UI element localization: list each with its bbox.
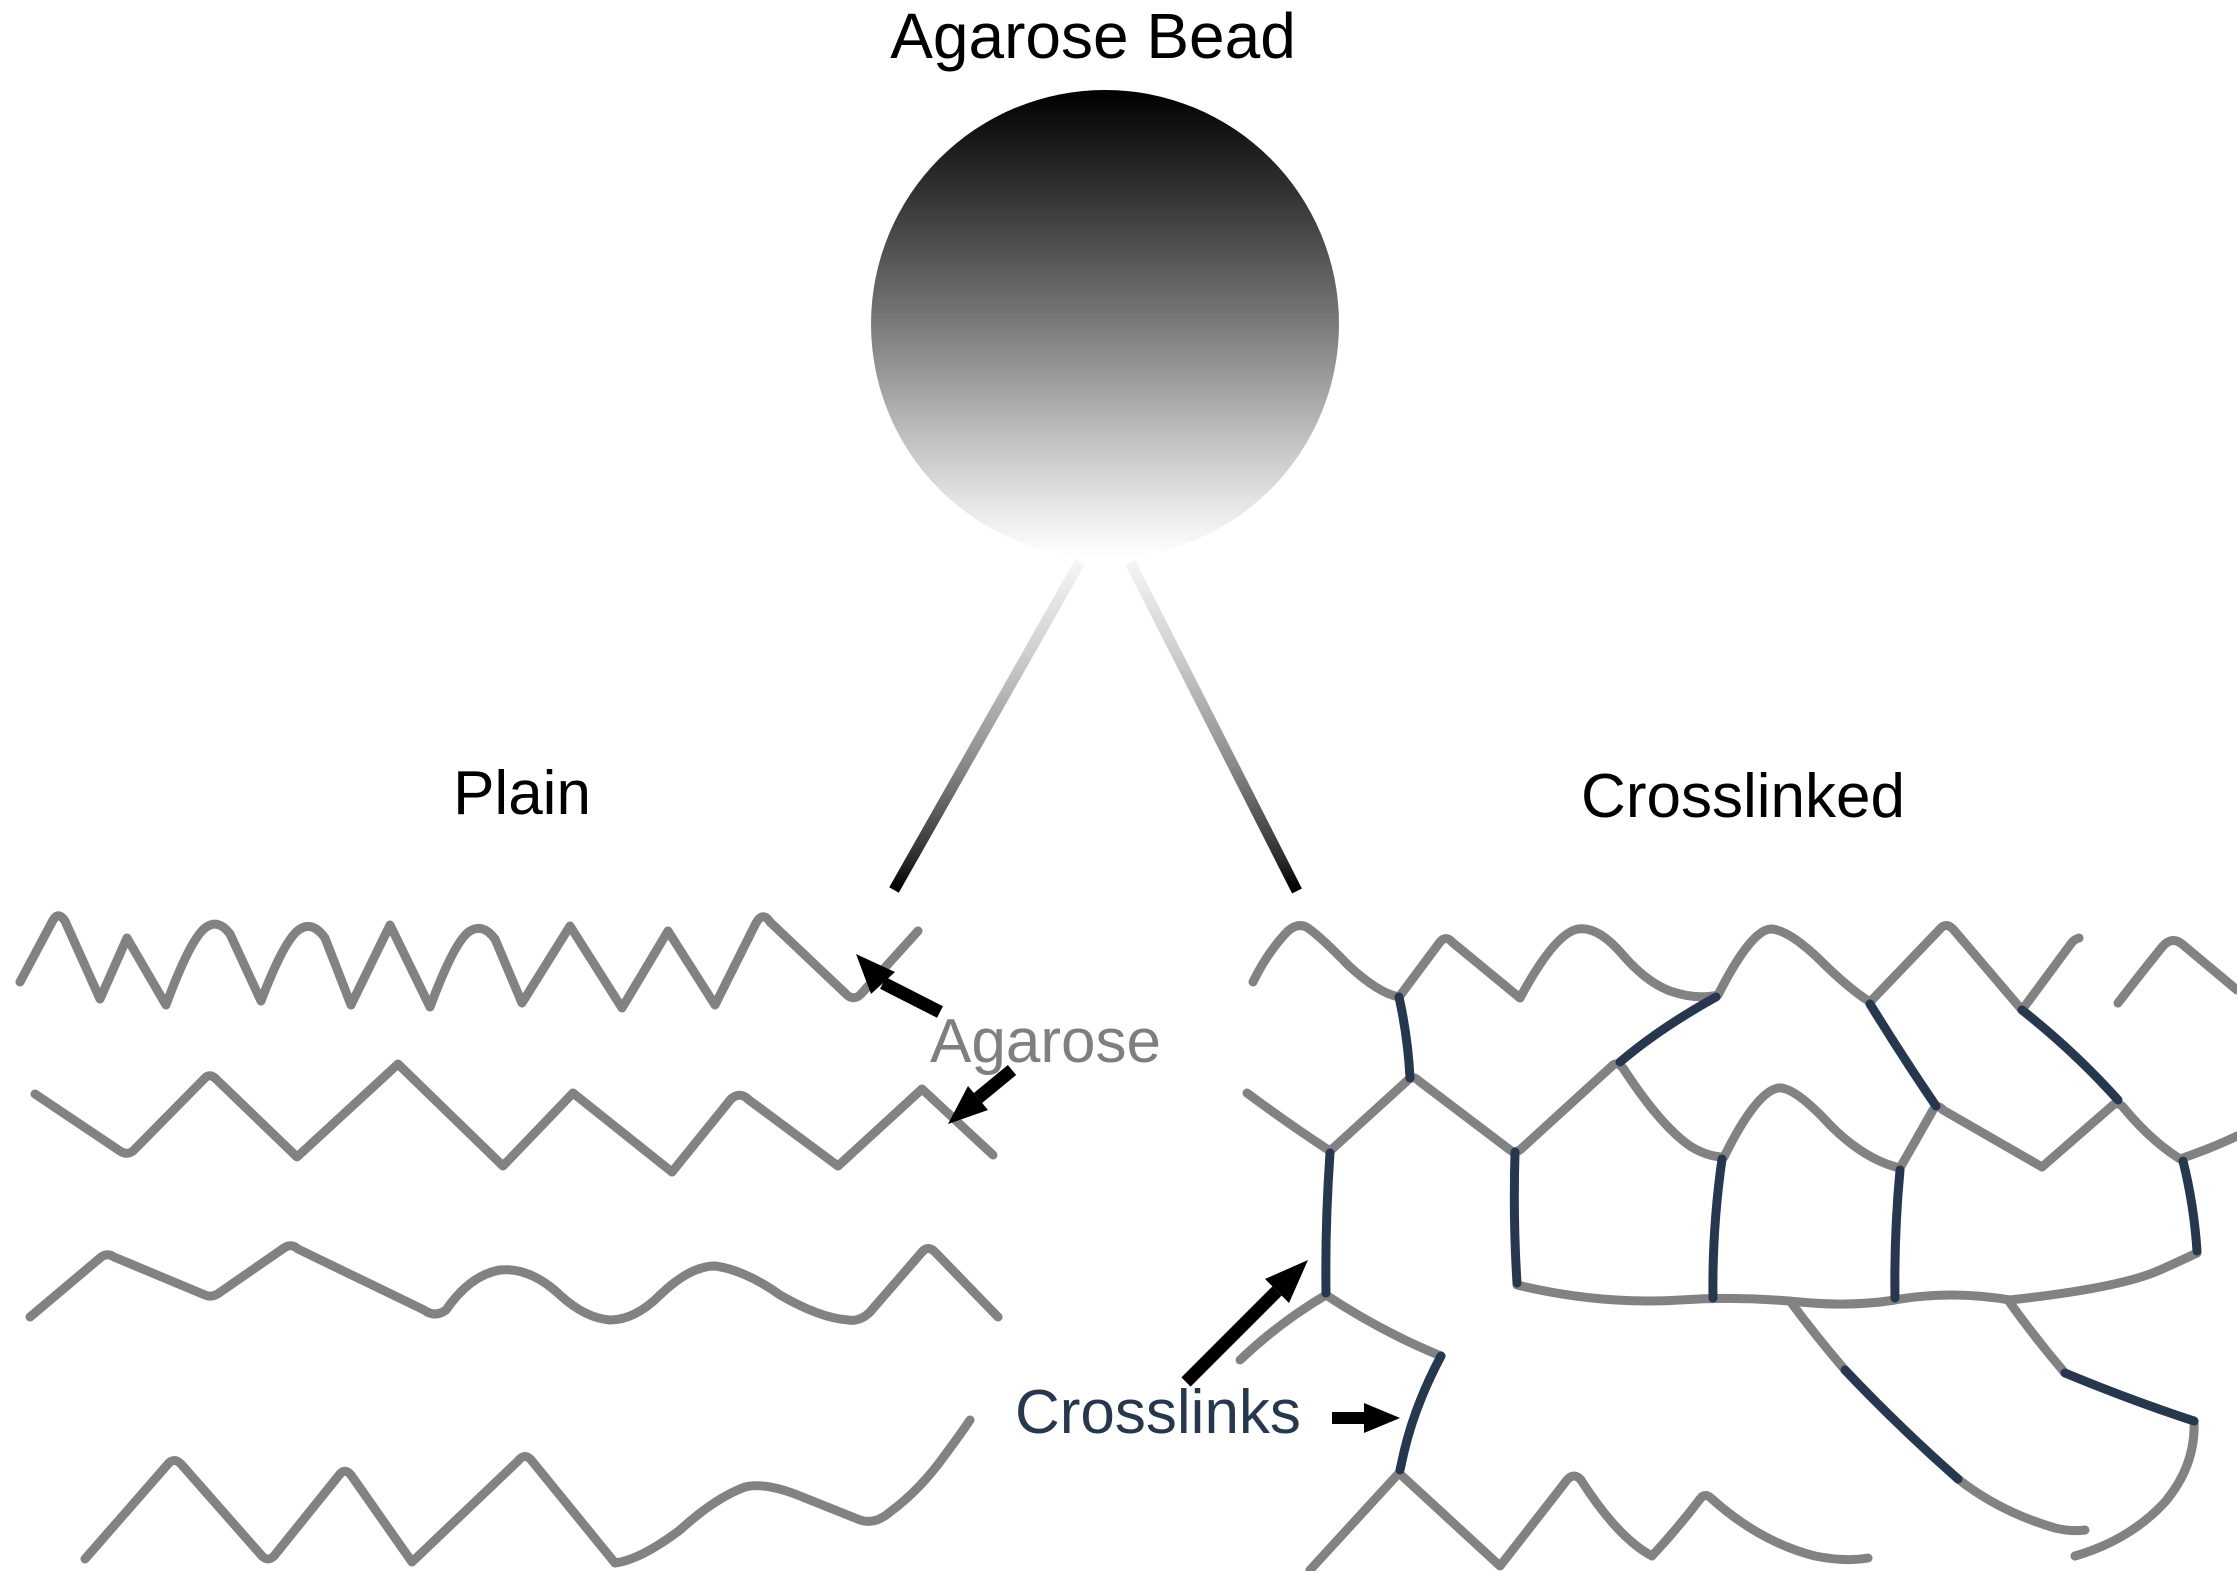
network-chain-row-b <box>1242 1059 2237 1173</box>
crosslink-2 <box>1615 992 1721 1067</box>
right-connector-line <box>1125 559 1302 894</box>
crosslink-3 <box>1865 999 1941 1111</box>
agarose-chain-2 <box>30 1059 998 1177</box>
network-chain-spur-1-tail <box>1953 1474 2090 1536</box>
crosslink-10 <box>1395 1351 1446 1475</box>
agarose-chain-4 <box>80 1415 975 1568</box>
network-chain-row-c <box>1512 1248 2202 1309</box>
agarose-arrow-lower <box>948 1064 1017 1124</box>
network-chain-spur-1 <box>1785 1296 1850 1375</box>
network-chain-row-a <box>1248 921 2084 1015</box>
crosslinks-arrow-long-shaft <box>1181 1286 1282 1387</box>
agarose-chain-1 <box>15 911 923 1013</box>
network-chain-spur-2 <box>2003 1295 2070 1378</box>
crosslinked-panel-label: Crosslinked <box>1581 762 1905 831</box>
crosslink-4 <box>2017 1005 2123 1105</box>
crosslinks-arrow-long-head <box>1265 1260 1308 1303</box>
crosslink-1 <box>1394 992 1415 1083</box>
crosslinked-panel: Crosslinked <box>1235 762 2237 1571</box>
crosslink-5 <box>1321 1148 1335 1298</box>
crosslink-12 <box>2060 1368 2199 1426</box>
crosslink-11 <box>1840 1365 1963 1484</box>
crosslinks-annotation: Crosslinks <box>1015 1260 1400 1447</box>
crosslinked-agarose-chains <box>1235 921 2237 1571</box>
agarose-annotation: Agarose <box>856 954 1161 1124</box>
crosslink-7 <box>1708 1154 1727 1303</box>
bead-connector-lines <box>889 559 1302 894</box>
agarose-arrow-upper <box>856 954 943 1018</box>
plain-agarose-chains <box>15 911 1003 1568</box>
crosslink-6 <box>1509 1147 1522 1288</box>
agarose-arrow-upper-shaft <box>880 977 943 1018</box>
crosslinks-arrow-long <box>1181 1260 1308 1387</box>
crosslink-segments <box>1321 992 2202 1484</box>
left-connector-line <box>889 559 1085 893</box>
crosslinks-label: Crosslinks <box>1015 1378 1301 1447</box>
agarose-bead <box>871 90 1339 558</box>
agarose-label: Agarose <box>930 1007 1161 1076</box>
agarose-arrow-lower-head <box>948 1086 988 1124</box>
network-chain-bottom <box>1305 1468 1873 1571</box>
crosslink-9 <box>2178 1156 2202 1256</box>
diagram-title: Agarose Bead <box>890 0 1296 72</box>
agarose-chain-3 <box>25 1241 1003 1325</box>
network-chain-row-a-right <box>2113 936 2237 1008</box>
plain-panel-label: Plain <box>453 759 591 828</box>
crosslinks-arrow-short-head <box>1364 1403 1400 1433</box>
crosslink-8 <box>1890 1165 1905 1303</box>
crosslinks-arrow-short <box>1332 1403 1400 1433</box>
agarose-arrow-upper-head <box>856 954 895 994</box>
plain-panel: Plain <box>15 759 1003 1568</box>
network-chain-spur-2-tail <box>2070 1416 2199 1561</box>
agarose-arrow-lower-shaft <box>973 1064 1017 1104</box>
